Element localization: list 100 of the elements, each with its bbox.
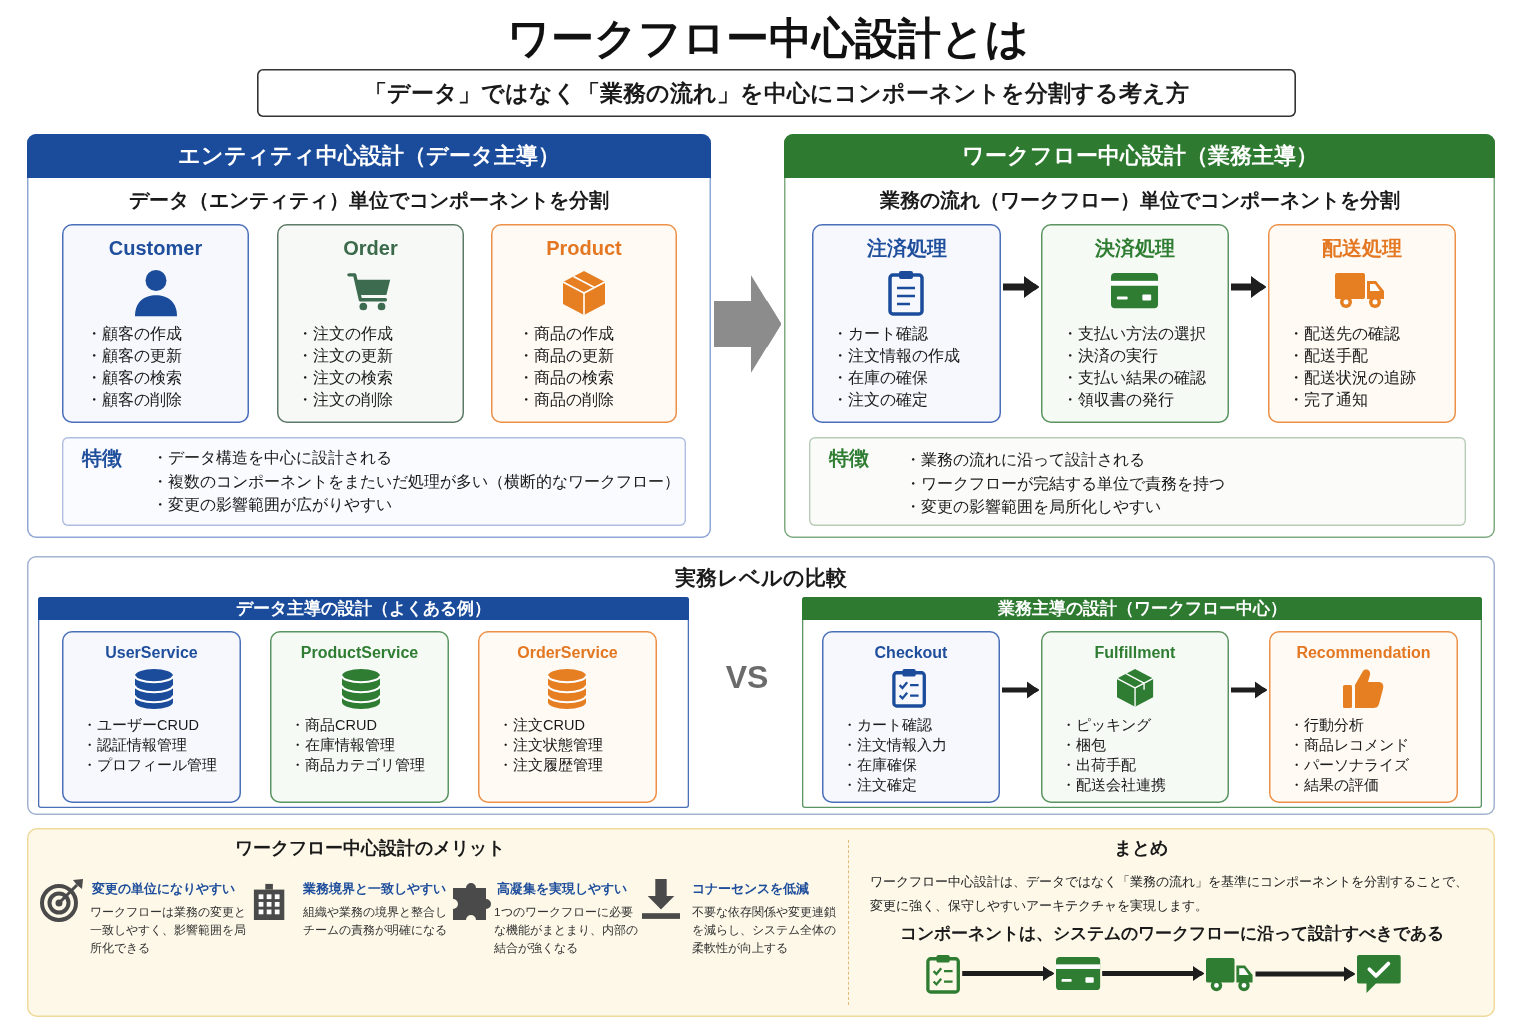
section-heading: ワークフロー中心設計のメリット	[235, 836, 505, 860]
card	[812, 224, 1001, 423]
bullet-item: ・在庫確保	[842, 756, 917, 775]
bullet-item: ・ピッキング	[1061, 716, 1151, 735]
bullet-item: ・商品CRUD	[290, 716, 377, 735]
feature-label: 特徴	[82, 446, 122, 471]
block-arrow	[714, 275, 781, 373]
credit-card-icon	[1056, 957, 1101, 991]
merit-text: 1つのワークフローに必要な機能がまとまり、内部の結合が強くなる	[494, 904, 639, 957]
bullet-item: ・複数のコンポーネントをまたいだ処理が多い（横断的なワークフロー）	[152, 471, 680, 492]
bullet-item: ・顧客の更新	[86, 346, 182, 366]
section-panel	[27, 556, 1495, 815]
card	[62, 631, 241, 803]
bullet-item: ・認証情報管理	[82, 736, 187, 755]
bullet-item: ・注文の確定	[832, 390, 928, 410]
card-title: Fulfillment	[1094, 642, 1176, 663]
subtitle-text: 「データ」ではなく「業務の流れ」を中心にコンポーネントを分割する考え方	[364, 79, 1189, 108]
bullet-item: ・商品の更新	[518, 346, 614, 366]
card-title: 配送処理	[1322, 236, 1402, 261]
panel-subtitle: 業務の流れ（ワークフロー）単位でコンポーネントを分割	[879, 187, 1400, 213]
bullet-item: ・注文情報の作成	[832, 346, 960, 366]
merit-title: 業務境界と一致しやすい	[303, 879, 446, 897]
card-title: OrderService	[517, 642, 618, 663]
bullet-item: ・ユーザーCRUD	[82, 716, 199, 735]
card	[277, 224, 464, 423]
card-title: 決済処理	[1095, 236, 1175, 261]
chat-check-icon	[1357, 955, 1401, 993]
card-title: UserService	[105, 642, 198, 663]
arrow	[1231, 681, 1267, 699]
arrow	[1102, 966, 1204, 982]
truck-icon	[1206, 956, 1254, 993]
bullet-item: ・注文確定	[842, 776, 917, 795]
card-title: Recommendation	[1296, 642, 1431, 663]
arrow	[1002, 681, 1039, 699]
merit-text: ワークフローは業務の変更と一致しやすく、影響範囲を局所化できる	[90, 904, 247, 957]
feature-label: 特徴	[829, 446, 869, 471]
bullet-item: ・注文履歴管理	[498, 756, 603, 775]
bullet-item: ・商品レコメンド	[1289, 736, 1409, 755]
card	[1041, 224, 1229, 423]
bullet-item: ・注文の検索	[297, 368, 393, 388]
merit-title: 変更の単位になりやすい	[92, 879, 235, 897]
card	[1041, 631, 1229, 803]
bullet-item: ・梱包	[1061, 736, 1106, 755]
bullet-item: ・出荷手配	[1061, 756, 1136, 775]
card	[478, 631, 657, 803]
card-title: Customer	[108, 236, 203, 261]
bullet-item: ・配送会社連携	[1061, 776, 1166, 795]
summary-text: ワークフロー中心設計は、データではなく「業務の流れ」を基準にコンポーネントを分割することで、変更に強く、保守しやすいアーキテクチャを実現します。	[870, 873, 1469, 915]
bullet-item: ・在庫の確保	[832, 368, 928, 388]
bullet-item: ・データ構造を中心に設計される	[152, 448, 392, 468]
bullet-item: ・顧客の削除	[86, 390, 182, 410]
bullet-item: ・配送手配	[1288, 346, 1368, 366]
bullet-item: ・注文情報入力	[842, 736, 947, 755]
bullet-item: ・変更の影響範囲を局所化しやすい	[905, 497, 1161, 517]
bullet-item: ・支払い結果の確認	[1062, 368, 1206, 388]
card-title: Product	[546, 236, 622, 261]
group-header: 業務主導の設計（ワークフロー中心）	[802, 597, 1482, 620]
summary-panel	[27, 828, 1495, 1017]
panel	[784, 134, 1495, 538]
card-title: Checkout	[874, 642, 948, 663]
bullet-item: ・カート確認	[832, 324, 928, 344]
subtitle-box	[257, 69, 1296, 117]
panel-subtitle: データ（エンティティ）単位でコンポーネントを分割	[129, 187, 609, 213]
card	[1268, 224, 1456, 423]
bullet-item: ・パーソナライズ	[1289, 756, 1409, 775]
bullet-item: ・商品の検索	[518, 368, 614, 388]
card	[1269, 631, 1458, 803]
bullet-item: ・注文の作成	[297, 324, 393, 344]
bullet-item: ・顧客の作成	[86, 324, 182, 344]
panel-header: ワークフロー中心設計（業務主導）	[784, 134, 1495, 178]
bullet-item: ・ワークフローが完結する単位で責務を持つ	[905, 473, 1225, 494]
bullet-item: ・行動分析	[1289, 716, 1364, 735]
page-title: ワークフロー中心設計とは	[507, 13, 1029, 64]
section-title: 実務レベルの比較	[675, 564, 847, 591]
arrow	[1003, 276, 1039, 298]
bullet-item: ・顧客の検索	[86, 368, 182, 388]
feature-box	[62, 437, 686, 526]
arrow	[1255, 966, 1355, 982]
panel-header: エンティティ中心設計（データ主導）	[27, 134, 711, 178]
bullet-item: ・変更の影響範囲が広がりやすい	[152, 495, 392, 515]
group-panel	[38, 597, 689, 808]
bullet-item: ・結果の評価	[1289, 776, 1379, 795]
bullet-item: ・領収書の発行	[1062, 390, 1174, 410]
merit-title: コナーセンスを低減	[692, 879, 809, 897]
bullet-item: ・注文状態管理	[498, 736, 603, 755]
bullet-item: ・商品の削除	[518, 390, 614, 410]
bullet-item: ・プロフィール管理	[82, 756, 217, 775]
card-title: ProductService	[300, 642, 419, 663]
section-heading: まとめ	[1114, 836, 1168, 860]
bullet-item: ・在庫情報管理	[290, 736, 395, 755]
bullet-item: ・注文の更新	[297, 346, 393, 366]
card-title: 注済処理	[866, 236, 947, 261]
merit-text: 組織や業務の境界と整合しチームの責務が明確になる	[303, 904, 448, 939]
bullet-item: ・商品カテゴリ管理	[290, 756, 425, 775]
bullet-item: ・業務の流れに沿って設計される	[905, 450, 1145, 470]
checklist-icon	[926, 954, 961, 994]
bullet-item: ・配送状況の追跡	[1288, 368, 1416, 388]
panel	[27, 134, 711, 538]
group-panel	[802, 597, 1482, 808]
merit-title: 高凝集を実現しやすい	[497, 879, 627, 897]
